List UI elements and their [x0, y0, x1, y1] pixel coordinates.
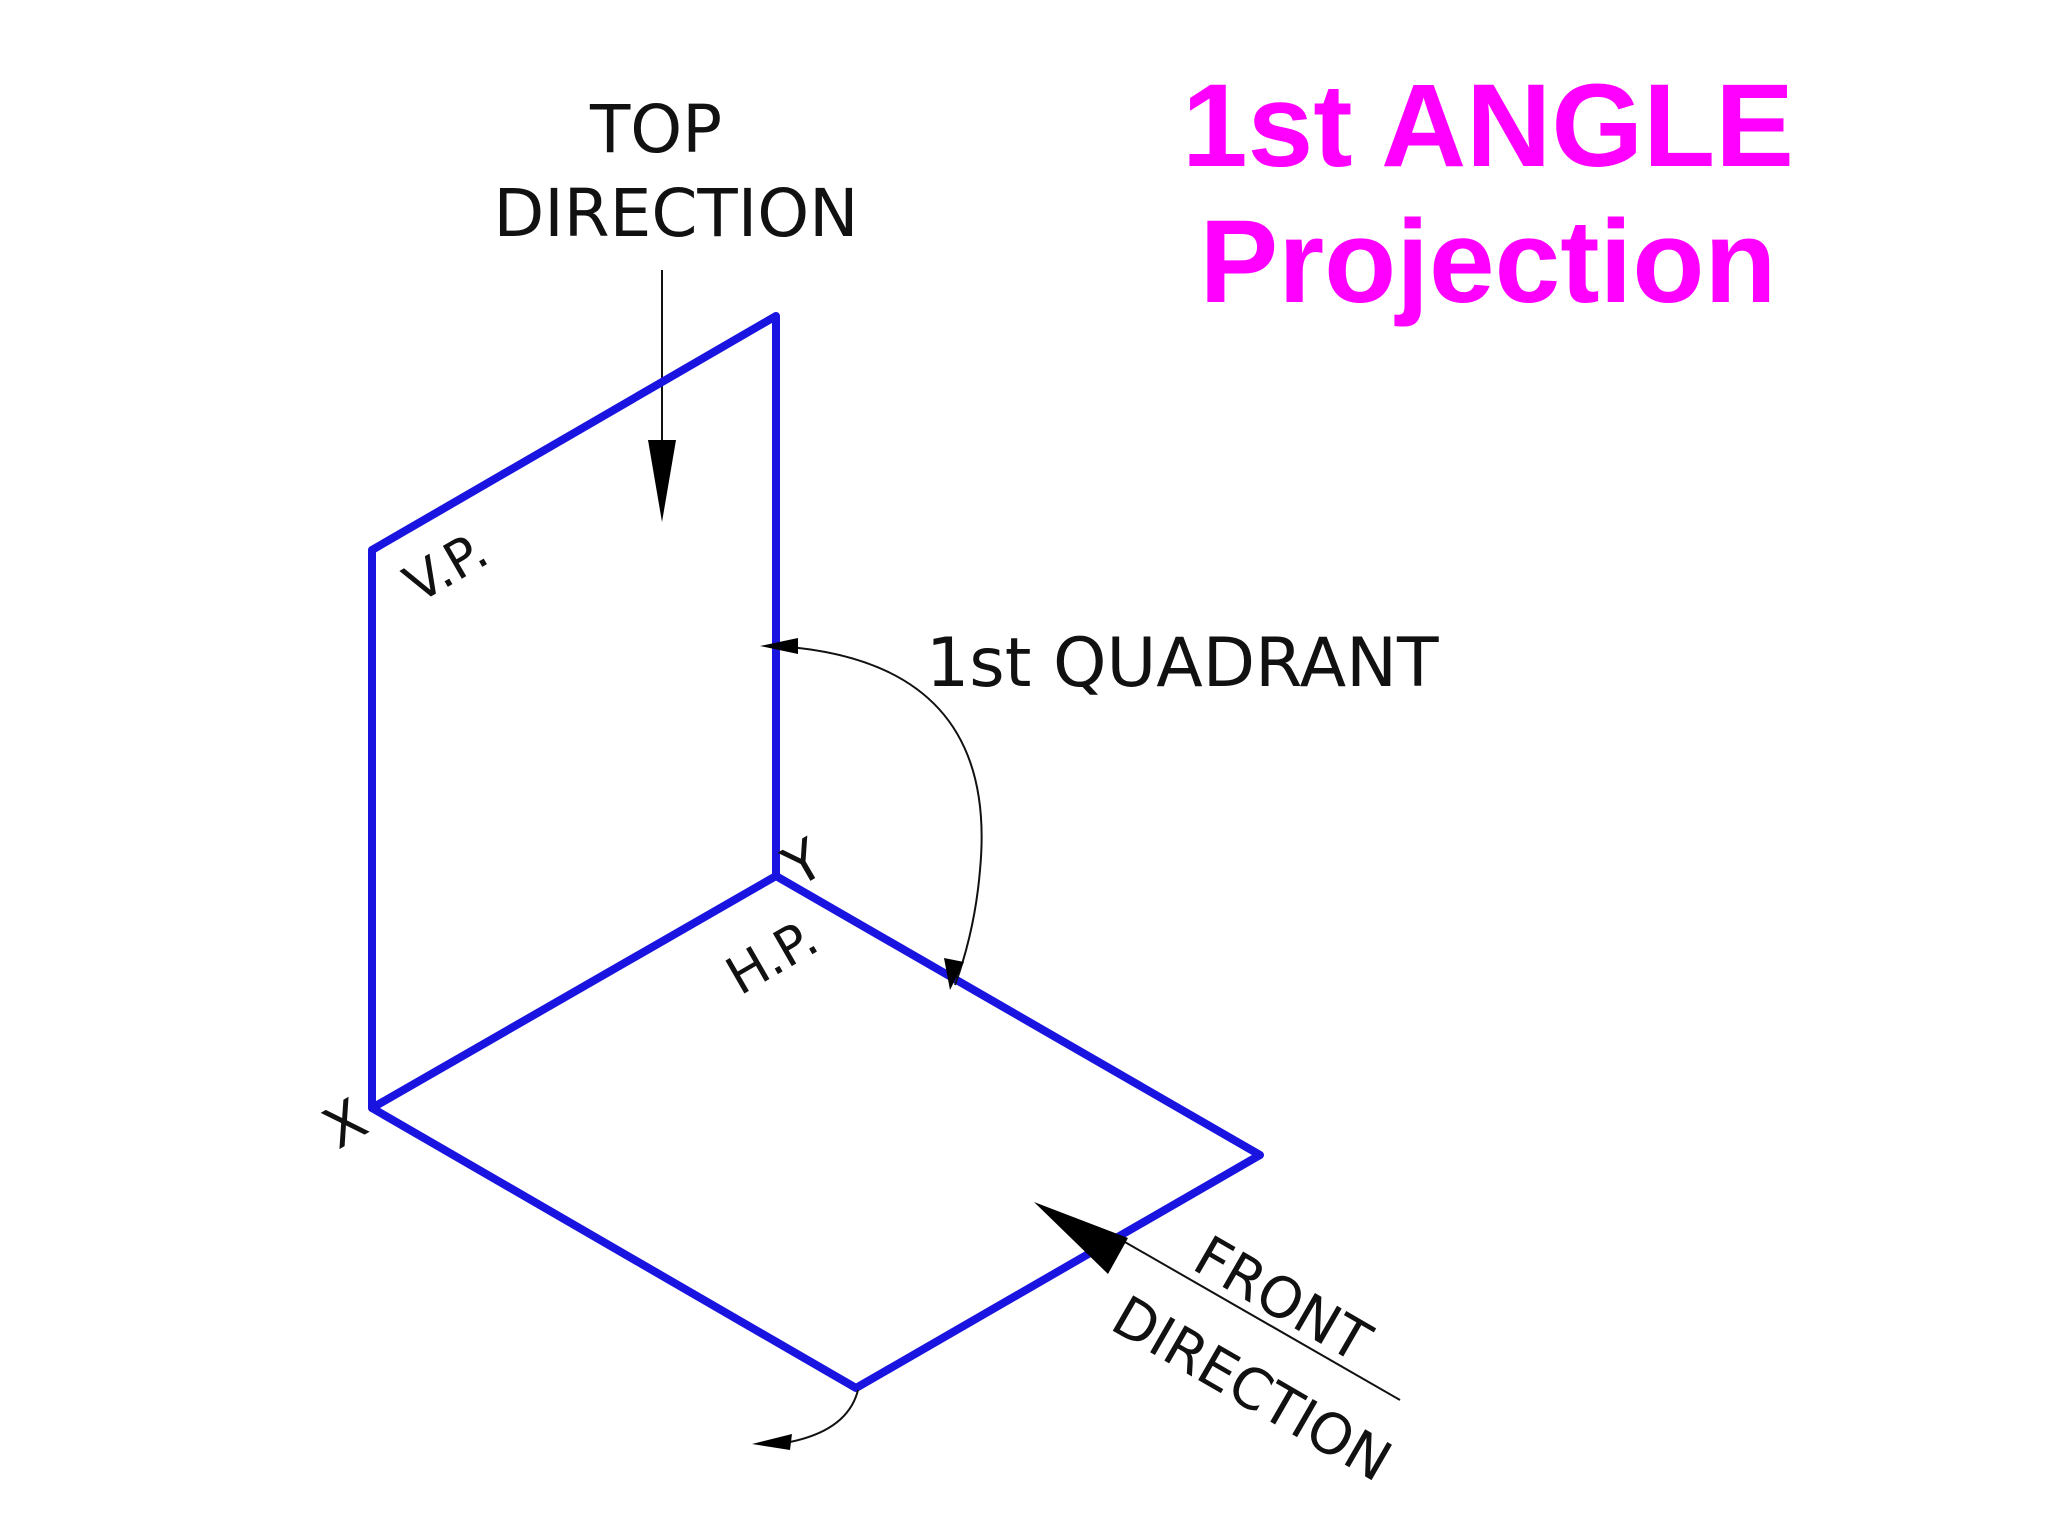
vertical-plane-label: V.P. — [395, 521, 499, 616]
quadrant-arc-arrowhead-top — [760, 638, 798, 654]
y-point-label: Y — [772, 826, 836, 900]
horizontal-plane-edges — [368, 872, 1264, 1392]
top-direction-label-line-2: DIRECTION — [493, 175, 858, 252]
horizontal-plane-label: H.P. — [717, 908, 829, 1007]
top-direction-label-line-1: TOP — [589, 91, 722, 168]
front-direction-arrow-shaft — [1103, 1229, 1401, 1401]
front-direction-arrowhead — [1034, 1202, 1128, 1274]
corner-arc-arrowhead — [752, 1434, 792, 1450]
vertical-plane-edges — [368, 312, 780, 1112]
corner-arc — [789, 1389, 859, 1443]
quadrant-arc — [775, 645, 983, 986]
quadrant-label: 1st QUADRANT — [926, 624, 1439, 703]
quadrant-arc-arrowhead-bottom — [944, 958, 964, 990]
title-line-2: Projection — [1200, 196, 1777, 328]
title-line-1: 1st ANGLE — [1182, 60, 1794, 192]
top-direction-arrowhead — [648, 440, 676, 522]
